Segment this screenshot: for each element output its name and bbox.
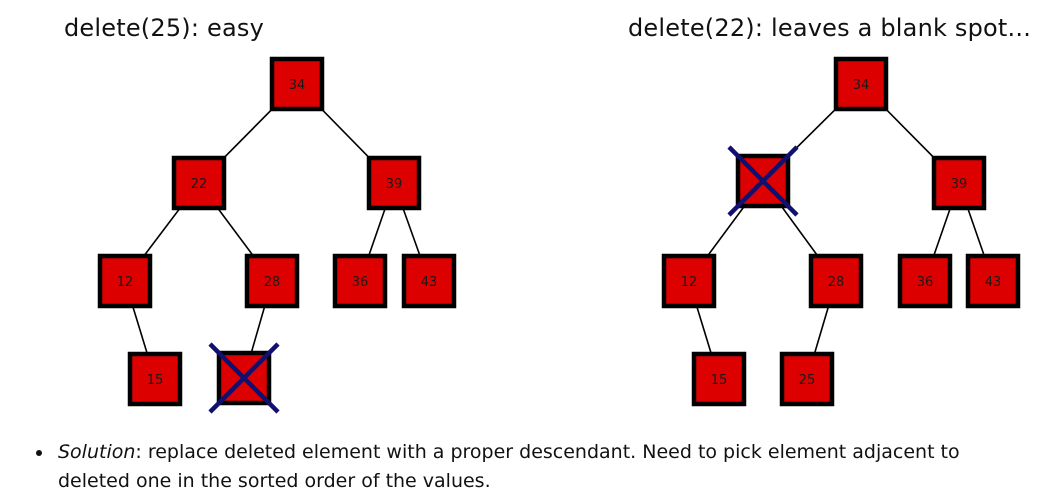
bullet-marker	[36, 450, 42, 456]
tree-node-22: 22	[171, 155, 227, 211]
deleted-node	[727, 145, 799, 217]
tree-node-12: 12	[97, 253, 153, 309]
node-box	[808, 253, 864, 309]
node-label: 28	[828, 275, 845, 290]
right-tree: 34 39 12 28 36 43 15 25	[661, 56, 1021, 407]
node-box	[779, 351, 835, 407]
node-box	[269, 56, 325, 112]
node-label: 39	[386, 177, 403, 192]
left-tree: 34 22 39 12 28 36 43 15	[97, 56, 457, 414]
node-box	[332, 253, 388, 309]
deleted-node	[208, 342, 280, 414]
tree-node-39: 39	[931, 155, 987, 211]
node-box	[965, 253, 1021, 309]
node-label: 36	[352, 275, 369, 290]
left-panel-title: delete(25): easy	[64, 14, 264, 42]
node-label: 12	[681, 275, 698, 290]
node-box	[661, 253, 717, 309]
node-label: 34	[289, 78, 306, 93]
tree-node-36: 36	[332, 253, 388, 309]
node-box	[244, 253, 300, 309]
node-label: 12	[117, 275, 134, 290]
node-box	[897, 253, 953, 309]
node-label: 36	[917, 275, 934, 290]
node-label: 15	[147, 373, 164, 388]
node-label: 39	[951, 177, 968, 192]
tree-node-15: 15	[127, 351, 183, 407]
node-label: 22	[191, 177, 208, 192]
delete-cross-mark	[727, 145, 799, 217]
bullet-text: Solution: replace deleted element with a…	[58, 438, 1036, 496]
bullet-lead: Solution	[58, 441, 136, 463]
tree-node-34: 34	[269, 56, 325, 112]
node-box	[366, 155, 422, 211]
node-box	[97, 253, 153, 309]
tree-node-15: 15	[691, 351, 747, 407]
node-box	[833, 56, 889, 112]
bullet-body: : replace deleted element with a proper …	[58, 441, 960, 492]
right-panel-title: delete(22): leaves a blank spot...	[628, 14, 1032, 42]
node-label: 43	[421, 275, 438, 290]
tree-node-36: 36	[897, 253, 953, 309]
node-box	[171, 155, 227, 211]
tree-node-25: 25	[779, 351, 835, 407]
tree-node-12: 12	[661, 253, 717, 309]
tree-node-28: 28	[808, 253, 864, 309]
node-label: 28	[264, 275, 281, 290]
bst-deletion-diagram: 34 22 39 12 28 36 43 15 34 39 12 28 36 43 15 25	[97, 56, 1021, 414]
node-box	[401, 253, 457, 309]
node-label: 15	[711, 373, 728, 388]
node-label: 34	[853, 78, 870, 93]
delete-cross-mark	[208, 342, 280, 414]
node-label: 43	[985, 275, 1002, 290]
tree-node-34: 34	[833, 56, 889, 112]
node-box	[691, 351, 747, 407]
node-box	[127, 351, 183, 407]
tree-node-43: 43	[401, 253, 457, 309]
solution-bullet: Solution: replace deleted element with a…	[36, 438, 1036, 496]
node-label: 25	[799, 373, 816, 388]
node-box	[931, 155, 987, 211]
tree-node-39: 39	[366, 155, 422, 211]
tree-node-28: 28	[244, 253, 300, 309]
tree-node-43: 43	[965, 253, 1021, 309]
